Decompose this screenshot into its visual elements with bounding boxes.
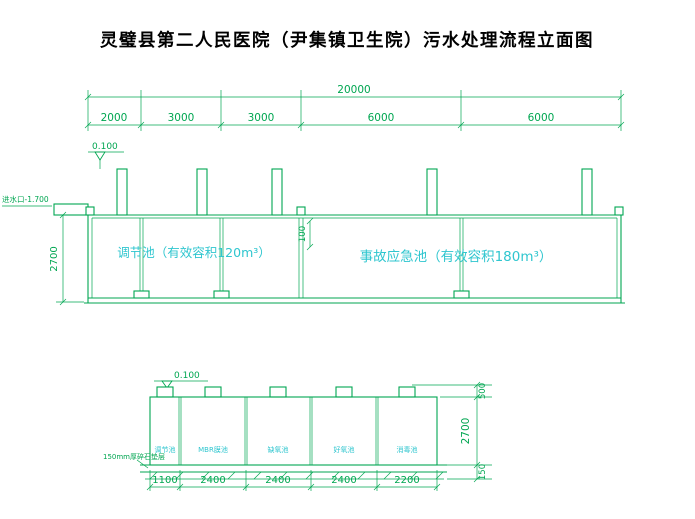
- dim-right-2700: 2700: [460, 418, 472, 445]
- dim-seg-2000: 2000: [101, 112, 128, 124]
- dim-right-150: 150: [478, 464, 488, 480]
- hatch: [204, 386, 222, 398]
- lower-tank-body: [149, 396, 438, 466]
- lower-level-mark: 0.100: [154, 371, 208, 389]
- dim-total-20000: 20000: [337, 84, 370, 96]
- lower-elevation: 0.100 调节池 MBR膜池 缺氧池 好氧池 消毒池: [103, 371, 492, 491]
- lower-compartment-labels: 调节池 MBR膜池 缺氧池 好氧池 消毒池: [155, 445, 418, 454]
- base-note: 150mm厚碎石垫层: [103, 452, 165, 469]
- pillar: [116, 168, 128, 216]
- tank1-label: 调节池（有效容积120m³）: [117, 245, 271, 260]
- upper-dim-freeboard: 100: [298, 217, 314, 251]
- upper-dim-segments: 2000 3000 3000 6000 6000: [84, 112, 625, 129]
- dim-freeboard-100: 100: [298, 226, 308, 242]
- compartment-1-label: 调节池: [155, 445, 176, 454]
- upper-dim-height: 2700: [49, 211, 86, 306]
- pillar: [196, 168, 208, 216]
- dim-bottom-1100: 1100: [152, 475, 177, 486]
- inlet-label: 进水口-1.700: [2, 194, 49, 204]
- inlet-pipe: 进水口-1.700: [2, 194, 89, 216]
- pillar: [426, 168, 438, 216]
- dim-bottom-2400a: 2400: [200, 475, 225, 486]
- dim-seg-6000b: 6000: [528, 112, 555, 124]
- pillar: [581, 168, 593, 216]
- dim-seg-3000b: 3000: [248, 112, 275, 124]
- upper-level-mark: 0.100: [88, 142, 124, 169]
- dim-seg-6000a: 6000: [368, 112, 395, 124]
- base-note-text: 150mm厚碎石垫层: [103, 452, 165, 461]
- column-footing: [453, 290, 470, 299]
- upper-dim-extension-lines: [87, 90, 622, 131]
- pillar: [271, 168, 283, 216]
- upper-dim-total: 20000: [84, 84, 625, 101]
- upper-elevation: 20000 2000 3000 3000 6000 6000 0.100 进水口…: [2, 84, 625, 306]
- hatch: [335, 386, 353, 398]
- dim-bottom-2200: 2200: [394, 475, 419, 486]
- dim-seg-3000a: 3000: [168, 112, 195, 124]
- upper-level-text: 0.100: [92, 142, 118, 152]
- tank2-label: 事故应急池（有效容积180m³）: [360, 248, 553, 265]
- compartment-2-label: MBR膜池: [198, 445, 228, 454]
- column-footing: [133, 290, 150, 299]
- lower-dim-right: 500 2700 150: [412, 381, 492, 483]
- wall-stub: [296, 206, 306, 216]
- column-footing: [213, 290, 230, 299]
- dim-bottom-2400c: 2400: [331, 475, 356, 486]
- compartment-3-label: 缺氧池: [268, 445, 289, 454]
- wall-stub: [614, 206, 624, 216]
- hatch: [398, 386, 416, 398]
- page-title: 灵璧县第二人民医院（尹集镇卫生院）污水处理流程立面图: [100, 30, 594, 50]
- compartment-4-label: 好氧池: [334, 445, 355, 454]
- lower-structure: [140, 386, 447, 480]
- wall-stub: [85, 206, 95, 216]
- hatch: [269, 386, 287, 398]
- lower-dim-bottom: 1100 2400 2400 2400 2200: [146, 470, 441, 491]
- dim-bottom-2400b: 2400: [265, 475, 290, 486]
- hatch: [156, 386, 174, 398]
- dim-height-2700: 2700: [49, 246, 60, 271]
- compartment-5-label: 消毒池: [397, 445, 418, 454]
- inlet-pipe-rect: [53, 203, 89, 216]
- upper-structure: [84, 168, 625, 304]
- lower-level-text: 0.100: [174, 371, 200, 381]
- dim-right-500: 500: [478, 383, 488, 399]
